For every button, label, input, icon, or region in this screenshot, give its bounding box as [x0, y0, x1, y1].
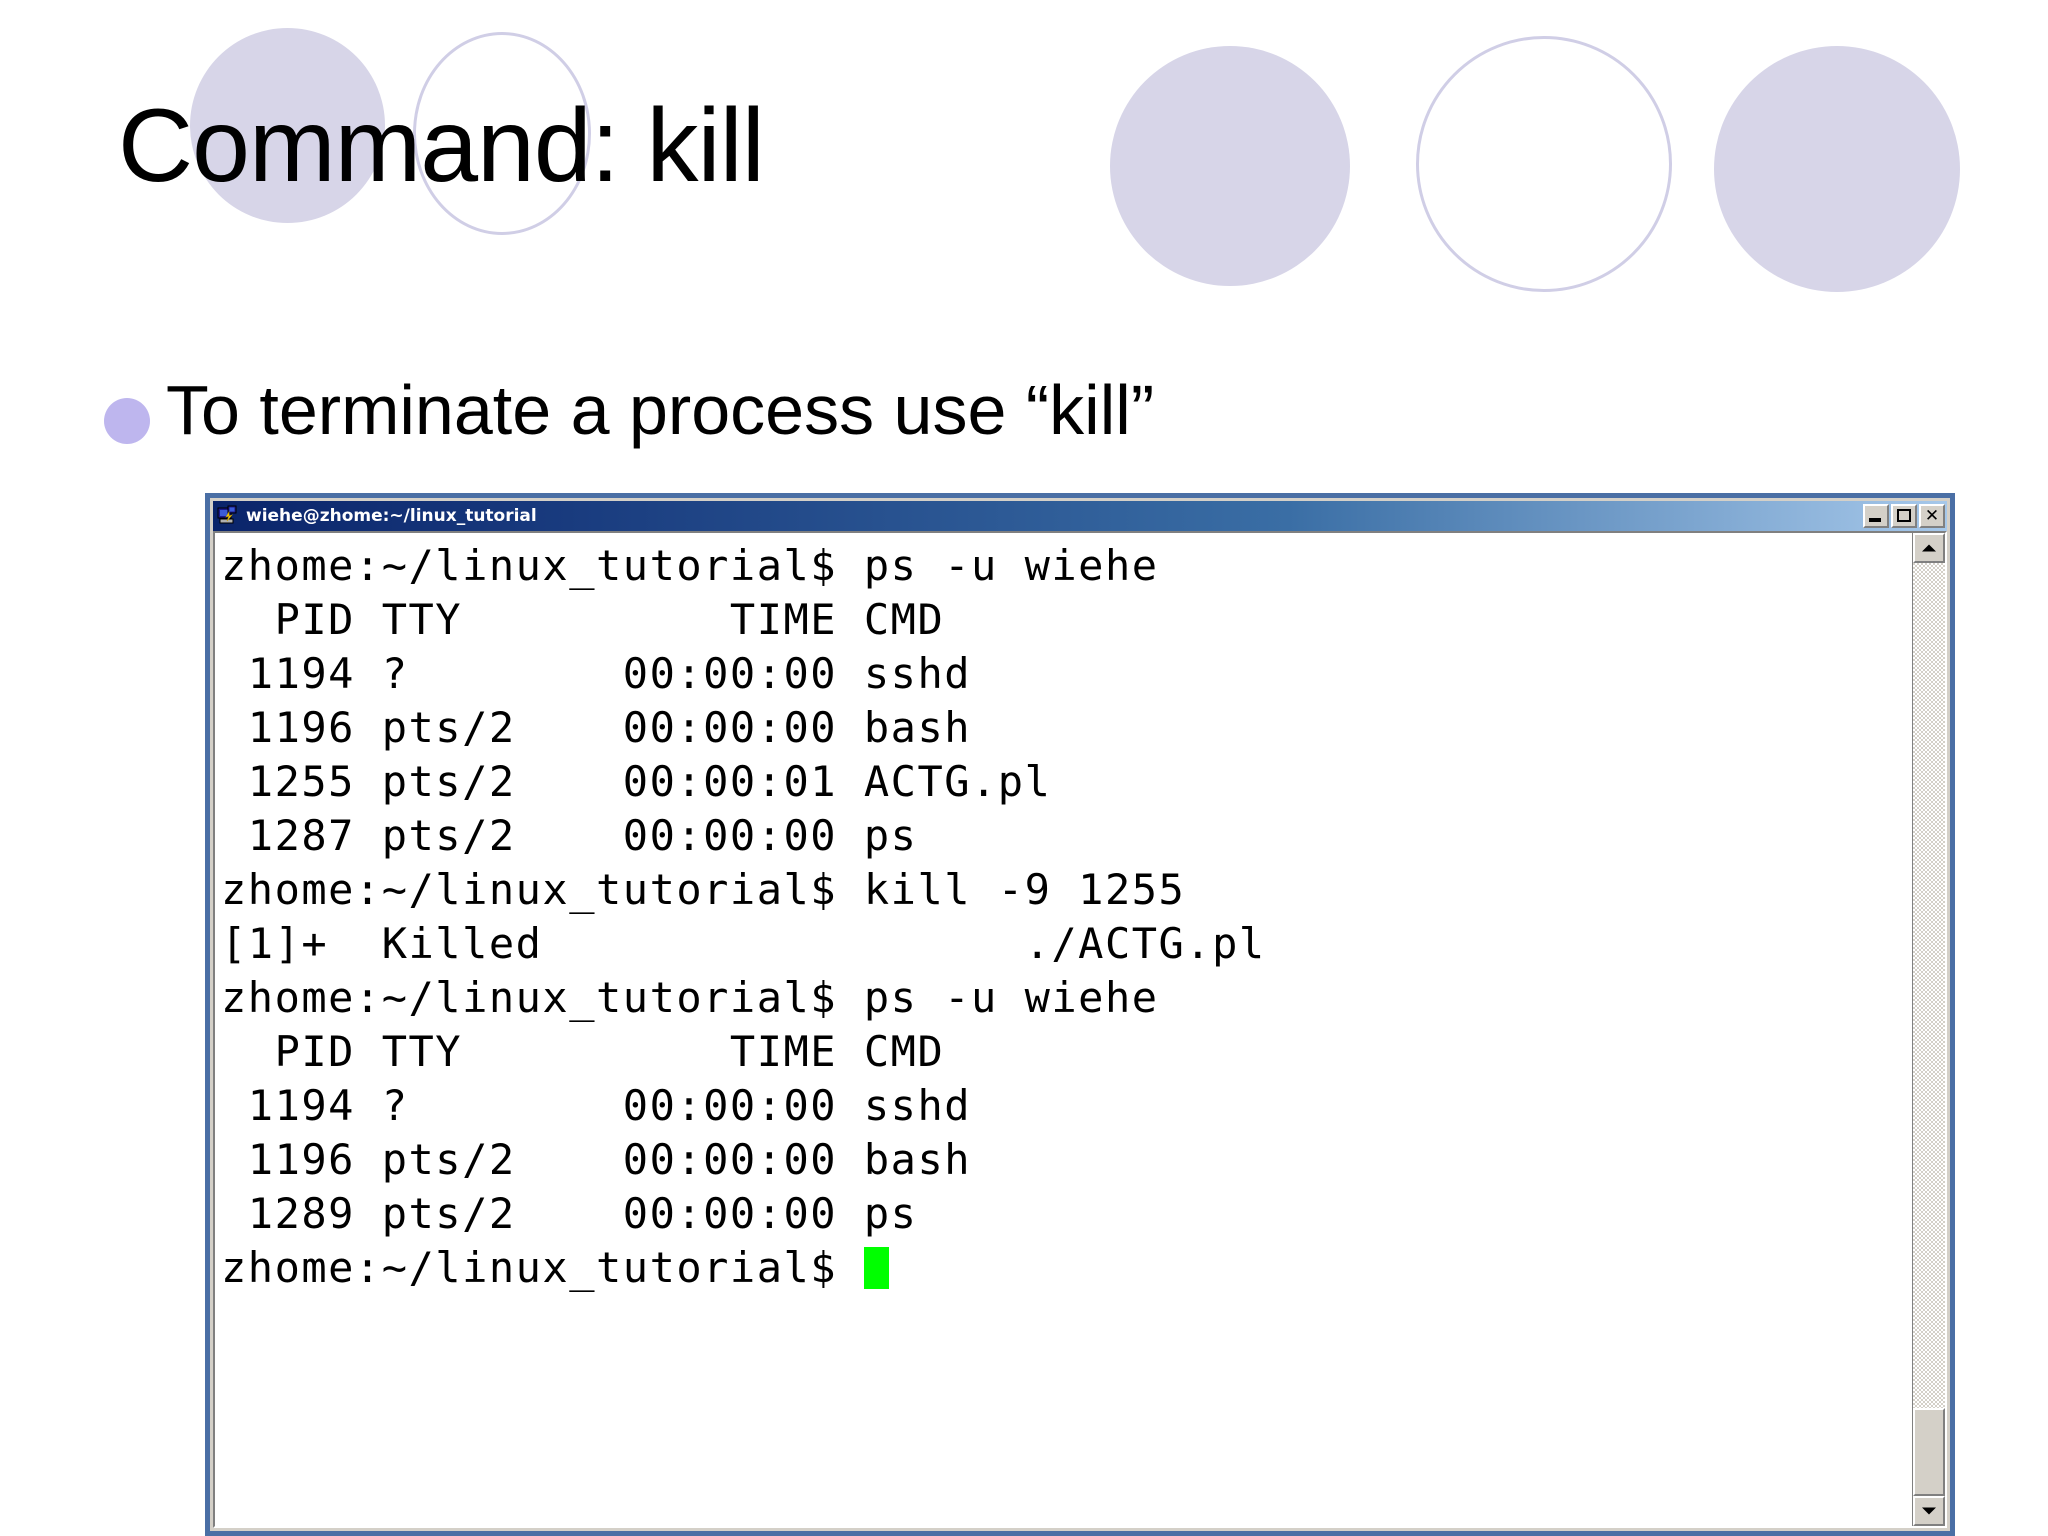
terminal-window-frame: wiehe@zhome:~/linux_tutorial ✕ zhome:~/l… [210, 498, 1950, 1531]
terminal-prompt-text: zhome:~/linux_tutorial$ [221, 1243, 864, 1292]
chevron-up-icon [1922, 544, 1936, 552]
decor-circle-filled-2 [1110, 46, 1350, 286]
page-title: Command: kill [118, 88, 765, 204]
terminal-line: zhome:~/linux_tutorial$ ps -u wiehe [221, 973, 1159, 1022]
terminal-line: [1]+ Killed ./ACTG.pl [221, 919, 1266, 968]
terminal-line: 1289 pts/2 00:00:00 ps [221, 1189, 918, 1238]
minimize-button[interactable] [1863, 504, 1889, 528]
bullet-item: To terminate a process use “kill” [104, 372, 1154, 449]
window-controls: ✕ [1863, 504, 1945, 528]
terminal-cursor [863, 1247, 889, 1289]
maximize-button[interactable] [1891, 504, 1917, 528]
chevron-down-icon [1922, 1507, 1936, 1515]
terminal-line: 1196 pts/2 00:00:00 bash [221, 703, 972, 752]
terminal-line: 1287 pts/2 00:00:00 ps [221, 811, 918, 860]
terminal-line: zhome:~/linux_tutorial$ kill -9 1255 [221, 865, 1186, 914]
bullet-marker-icon [104, 398, 150, 444]
scrollbar-track[interactable] [1913, 563, 1945, 1496]
decor-circle-filled-3 [1714, 46, 1960, 292]
terminal-line: zhome:~/linux_tutorial$ ps -u wiehe [221, 541, 1159, 590]
terminal-titlebar[interactable]: wiehe@zhome:~/linux_tutorial ✕ [213, 501, 1947, 531]
terminal-window[interactable]: wiehe@zhome:~/linux_tutorial ✕ zhome:~/l… [205, 493, 1955, 1536]
terminal-text-area[interactable]: zhome:~/linux_tutorial$ ps -u wiehe PID … [215, 533, 1912, 1526]
terminal-line: PID TTY TIME CMD [221, 595, 945, 644]
scroll-down-button[interactable] [1913, 1496, 1945, 1526]
decor-circle-outline-2 [1416, 36, 1672, 292]
close-icon: ✕ [1924, 505, 1940, 526]
scrollbar-thumb[interactable] [1913, 1408, 1945, 1496]
close-button[interactable]: ✕ [1919, 504, 1945, 528]
terminal-title-text: wiehe@zhome:~/linux_tutorial [246, 506, 537, 526]
terminal-line: PID TTY TIME CMD [221, 1027, 945, 1076]
terminal-line: 1194 ? 00:00:00 sshd [221, 1081, 972, 1130]
maximize-icon [1897, 509, 1911, 522]
minimize-icon [1869, 518, 1881, 522]
terminal-line: 1255 pts/2 00:00:01 ACTG.pl [221, 757, 1052, 806]
terminal-line: 1196 pts/2 00:00:00 bash [221, 1135, 972, 1184]
bullet-item-label: To terminate a process use “kill” [166, 371, 1155, 449]
terminal-line: 1194 ? 00:00:00 sshd [221, 649, 972, 698]
scroll-up-button[interactable] [1913, 533, 1945, 563]
terminal-prompt-line: zhome:~/linux_tutorial$ [221, 1241, 1912, 1295]
putty-icon [217, 505, 239, 527]
terminal-body: zhome:~/linux_tutorial$ ps -u wiehe PID … [213, 531, 1947, 1528]
terminal-scrollbar[interactable] [1912, 533, 1945, 1526]
